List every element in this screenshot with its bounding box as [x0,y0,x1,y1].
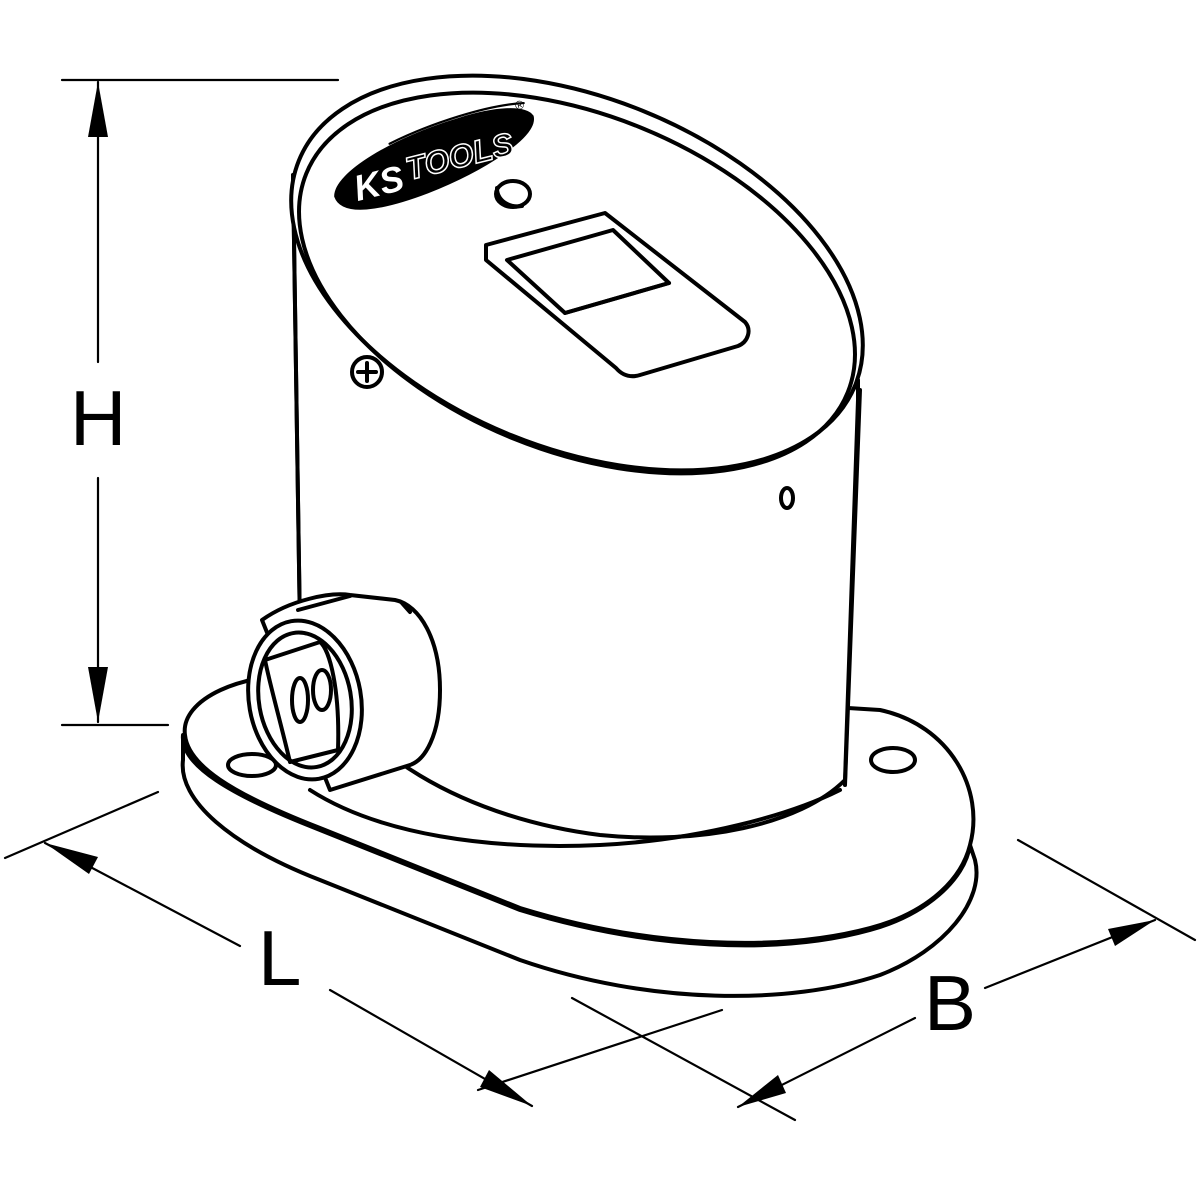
button-icon [494,179,532,209]
ks-tools-logo-icon: KS TOOLS ® [334,97,534,210]
dimension-height: H [60,78,340,727]
side-hole-icon [779,486,795,510]
display-icon [484,211,751,379]
screw-icon [350,355,384,389]
socket-icon [246,592,442,792]
mounting-hole-right [869,746,917,774]
height-label: H [70,374,126,462]
length-label: L [258,914,301,1002]
dimension-width: B [570,838,1197,1122]
registered-mark: ® [514,97,526,113]
dimension-length: L [3,790,724,1108]
width-label: B [924,959,976,1047]
top-face: KS TOOLS ® [289,73,865,476]
